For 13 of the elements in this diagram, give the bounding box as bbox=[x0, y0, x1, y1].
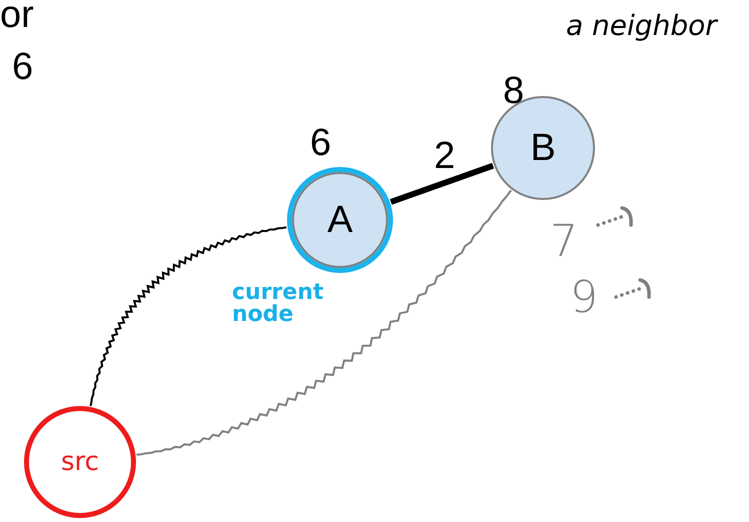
connector-line bbox=[136, 190, 512, 456]
node-label: src bbox=[61, 449, 99, 475]
annotation-text: a neighbor bbox=[566, 12, 717, 40]
annotation-text: or bbox=[0, 0, 34, 34]
node-label: A bbox=[327, 201, 353, 239]
connector-line bbox=[90, 226, 287, 406]
annotation-text: 6 bbox=[12, 48, 34, 86]
annotation-text: current node bbox=[232, 282, 325, 326]
annotation-text: 9 bbox=[570, 276, 598, 320]
annotation-text: 7 bbox=[550, 220, 578, 264]
node-value: 8 bbox=[503, 72, 524, 110]
node-label: B bbox=[530, 129, 556, 167]
node-value: 6 bbox=[310, 124, 332, 162]
